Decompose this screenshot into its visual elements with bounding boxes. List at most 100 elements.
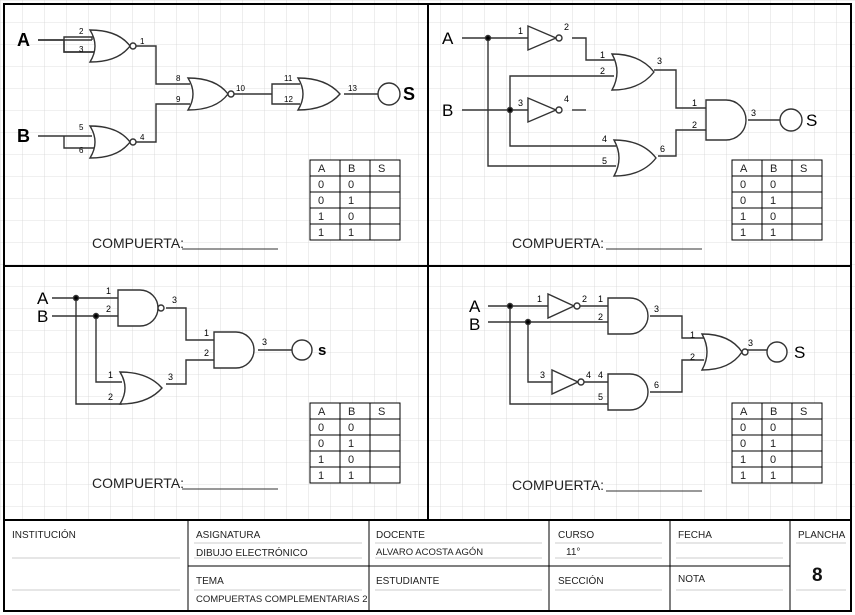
tema-value: COMPUERTAS COMPLEMENTARIAS 2: [196, 594, 368, 605]
table-cell: 1: [318, 470, 324, 482]
table-cell: 0: [348, 454, 354, 466]
svg-text:12: 12: [284, 95, 293, 104]
table-cell: 1: [740, 454, 746, 466]
docente-value: ALVARO ACOSTA AGÓN: [376, 547, 483, 558]
table-cell: 0: [318, 195, 324, 207]
plancha-label: PLANCHA: [798, 530, 846, 541]
or-gate-3: [118, 371, 163, 405]
svg-text:5: 5: [598, 392, 603, 402]
nor-gate-4: [700, 333, 743, 371]
plancha-value: 8: [812, 565, 823, 586]
table-cell: 0: [348, 422, 354, 434]
svg-text:4: 4: [602, 134, 607, 144]
output-label: s: [318, 342, 326, 359]
svg-text:3: 3: [657, 56, 662, 66]
input-b-label: B: [442, 101, 453, 120]
and-gate-3: [213, 331, 255, 369]
table-cell: 0: [348, 211, 354, 223]
svg-text:1: 1: [518, 26, 523, 36]
input-b-label: B: [17, 126, 30, 146]
title-block-text: INSTITUCIÓN ASIGNATURA DIBUJO ELECTRÓNIC…: [12, 528, 846, 605]
nor-gate-3: [186, 77, 229, 111]
svg-text:3: 3: [262, 337, 267, 347]
table-cell: 0: [740, 195, 746, 207]
svg-text:3: 3: [172, 295, 177, 305]
gate-label: COMPUERTA:: [512, 235, 604, 251]
output-label: S: [403, 84, 415, 104]
table-cell: 0: [348, 179, 354, 191]
table-header-cell: S: [378, 406, 385, 418]
table-cell: 0: [318, 179, 324, 191]
table-cell: 1: [348, 195, 354, 207]
panel-4-labels: A B S 1 2 1 2 3 3 4 4 5 6 1 2 3 COMPUERT…: [469, 294, 805, 493]
svg-text:1: 1: [106, 286, 111, 296]
not-gate-4a: [547, 292, 576, 320]
table-header-cell: A: [318, 406, 326, 418]
panel-1-labels: A B S 2 3 1 5 6 4 8 9 10 11 12 13 COMPUE…: [17, 27, 415, 251]
seccion-label: SECCIÓN: [558, 574, 604, 587]
table-header-cell: S: [800, 406, 807, 418]
table-header-cell: B: [348, 163, 355, 175]
table-cell: 1: [348, 227, 354, 239]
svg-text:2: 2: [204, 348, 209, 358]
table-cell: 1: [348, 470, 354, 482]
panel-4: [488, 292, 788, 411]
table-cell: 0: [740, 422, 746, 434]
svg-text:5: 5: [602, 156, 607, 166]
table-cell: 0: [318, 438, 324, 450]
or-gate-2a: [610, 53, 655, 91]
svg-text:6: 6: [79, 146, 84, 155]
svg-text:10: 10: [236, 84, 245, 93]
svg-text:3: 3: [518, 98, 523, 108]
table-cell: 1: [740, 211, 746, 223]
svg-text:2: 2: [582, 294, 587, 304]
svg-text:2: 2: [692, 120, 697, 130]
svg-text:5: 5: [79, 123, 84, 132]
svg-text:2: 2: [79, 27, 84, 36]
input-b-label: B: [469, 315, 480, 334]
gate-label: COMPUERTA:: [92, 235, 184, 251]
svg-text:1: 1: [690, 330, 695, 340]
bubble-1: [129, 42, 137, 50]
output-circle: [766, 341, 788, 363]
table-cell: 1: [770, 438, 776, 450]
table-cell: 1: [740, 470, 746, 482]
and-gate-4b: [607, 373, 649, 411]
svg-text:11: 11: [284, 74, 293, 83]
svg-text:2: 2: [106, 304, 111, 314]
table-cell: 1: [348, 438, 354, 450]
nota-label: NOTA: [678, 574, 705, 585]
table-cell: 0: [770, 422, 776, 434]
svg-text:6: 6: [654, 380, 659, 390]
asignatura-value: DIBUJO ELECTRÓNICO: [196, 546, 308, 559]
table-header-cell: S: [800, 163, 807, 175]
table-cell: 1: [318, 211, 324, 223]
table-cell: 0: [770, 454, 776, 466]
table-cell: 0: [740, 179, 746, 191]
svg-text:3: 3: [168, 372, 173, 382]
fecha-label: FECHA: [678, 530, 712, 541]
table-header-cell: A: [740, 163, 748, 175]
nor-gate-2: [88, 125, 131, 159]
table-cell: 1: [740, 227, 746, 239]
panel-3-labels: A B s 1 2 3 1 2 3 1 2 3 COMPUERTA:: [37, 286, 326, 491]
table-header-cell: S: [378, 163, 385, 175]
table-cell: 0: [770, 179, 776, 191]
table-cell: 1: [770, 470, 776, 482]
svg-text:6: 6: [660, 144, 665, 154]
input-b-label: B: [37, 307, 48, 326]
svg-text:3: 3: [79, 45, 84, 54]
svg-text:4: 4: [564, 94, 569, 104]
input-a-label: A: [37, 289, 49, 308]
svg-text:2: 2: [600, 66, 605, 76]
svg-text:13: 13: [348, 84, 357, 93]
svg-text:8: 8: [176, 74, 181, 83]
svg-text:1: 1: [598, 294, 603, 304]
output-circle: [779, 108, 803, 132]
output-circle: [377, 82, 401, 106]
